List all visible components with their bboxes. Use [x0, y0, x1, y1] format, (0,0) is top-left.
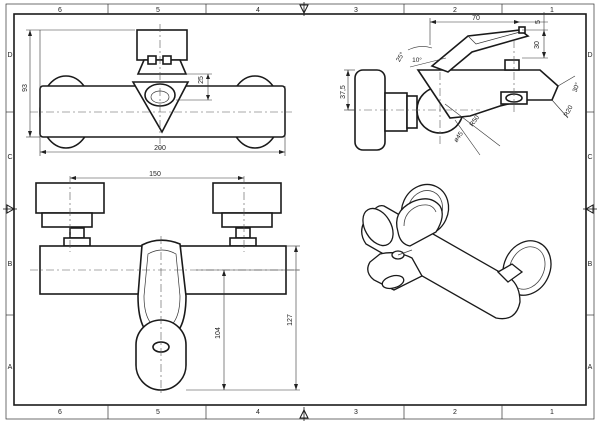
dim-angle-10: 10° [412, 56, 422, 64]
col-label-bottom: 3 [354, 409, 358, 416]
isometric-view [361, 183, 552, 320]
lever-handle [136, 29, 188, 61]
drawing-frame: 6 5 4 3 2 1 6 5 4 3 2 1 D C B A D C B A [3, 2, 597, 421]
row-label-left: B [8, 261, 13, 268]
dim-height-127: 127 [287, 314, 294, 326]
col-label-top: 3 [354, 7, 358, 14]
col-label-top: 6 [58, 7, 62, 14]
dim-offset: 37,5 [340, 85, 347, 99]
side-view: 70 5 30 25° 10° 37,5 30° R20 R50 ø45 [340, 12, 582, 156]
iso-lever [395, 198, 443, 247]
dim-handle-length: 70 [472, 15, 480, 22]
dim-handle-height: 30 [534, 41, 541, 49]
col-label-top: 2 [453, 7, 457, 14]
row-label-left: D [7, 52, 12, 59]
row-label-right: B [588, 261, 593, 268]
row-label-left: A [8, 364, 13, 371]
right-cap [212, 182, 282, 214]
dim-spout: 25 [198, 76, 205, 84]
dim-d45: ø45 [453, 130, 465, 144]
col-label-bottom: 1 [550, 409, 554, 416]
col-label-bottom: 5 [156, 409, 160, 416]
dim-total-width: 200 [154, 145, 166, 152]
col-label-top: 5 [156, 7, 160, 14]
dim-handle-thick: 5 [535, 20, 542, 24]
iso-spout [367, 252, 423, 291]
row-label-right: C [587, 154, 592, 161]
dim-angle-30: 30° [571, 81, 582, 93]
top-view: 200 93 25 [22, 24, 292, 156]
row-label-right: A [588, 364, 593, 371]
dim-r20: R20 [563, 104, 575, 118]
col-label-top: 4 [256, 7, 260, 14]
col-label-bottom: 6 [58, 409, 62, 416]
dim-height: 93 [22, 84, 29, 92]
row-label-right: D [587, 52, 592, 59]
col-label-top: 1 [550, 7, 554, 14]
dim-center-distance: 150 [149, 171, 161, 178]
dim-angle-25: 25° [394, 50, 406, 63]
front-view: 150 104 127 [30, 171, 300, 396]
dim-height-104: 104 [215, 327, 222, 339]
col-label-bottom: 4 [256, 409, 260, 416]
col-label-bottom: 2 [453, 409, 457, 416]
row-label-left: C [7, 154, 12, 161]
